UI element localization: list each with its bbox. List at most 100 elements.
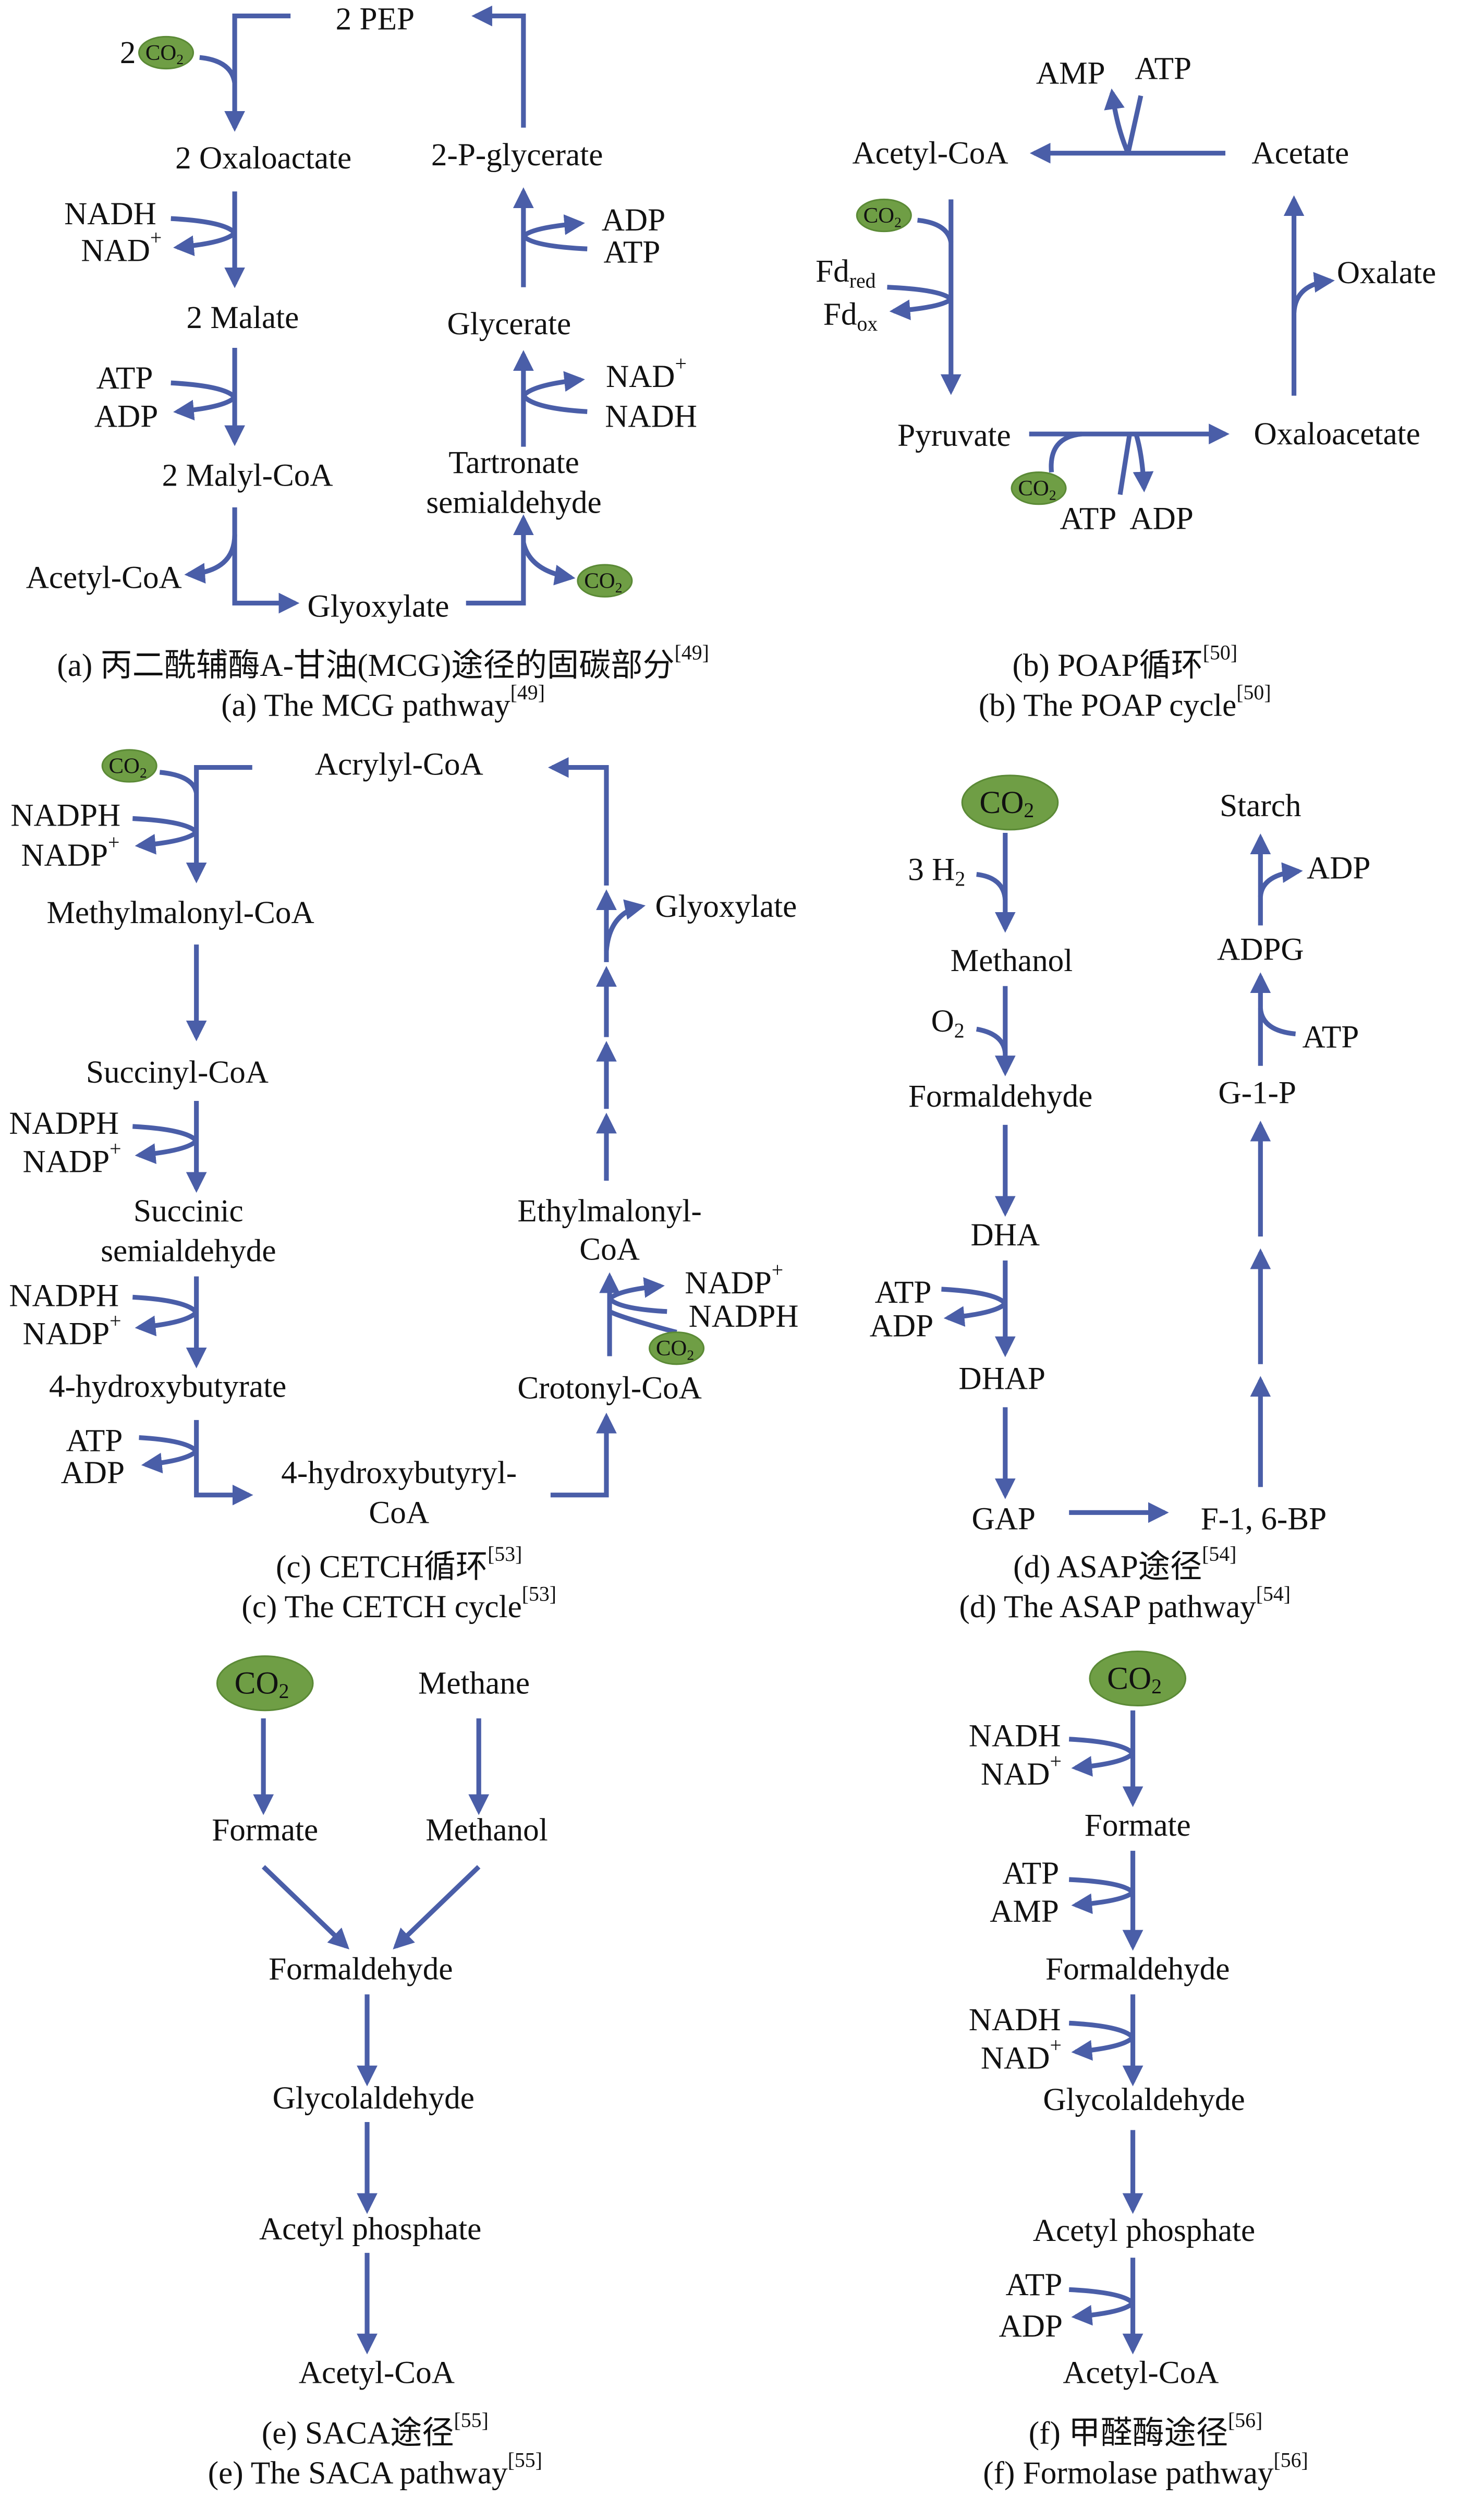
atp-in-arrow bbox=[1125, 95, 1144, 154]
caption-cn: (d) ASAP途径[54] bbox=[1013, 1543, 1236, 1584]
node-g1p: G-1-P bbox=[1218, 1075, 1296, 1111]
cofactor-fd-ox: Fdox bbox=[823, 297, 878, 335]
co2-bubble: CO2 bbox=[856, 198, 912, 233]
panel-d-asap-pathway: CO2 3 H2 Methanol O2 Formaldehyde DHA AT… bbox=[870, 774, 1370, 1625]
cofactor-nadh: NADH bbox=[969, 1718, 1061, 1754]
cofactor-out-arrow bbox=[607, 1277, 665, 1301]
cofactor-atp: ATP bbox=[1060, 501, 1116, 536]
reaction-arrow bbox=[466, 514, 534, 606]
node-coa: CoA bbox=[369, 1495, 429, 1530]
node-gap: GAP bbox=[972, 1501, 1036, 1537]
co2-ellipse bbox=[856, 198, 912, 233]
caption-en: (e) The SACA pathway[55] bbox=[208, 2449, 542, 2491]
cofactor-nad-plus: NAD+ bbox=[81, 226, 162, 268]
co2-in-arrow bbox=[159, 770, 199, 794]
reaction-arrow bbox=[548, 757, 609, 886]
cofactor-out-arrow bbox=[1071, 2301, 1135, 2326]
cofactor-in-arrow bbox=[1068, 2020, 1135, 2040]
co2-bubble: CO2 bbox=[649, 1331, 705, 1365]
node-crotonyl-coa: Crotonyl-CoA bbox=[517, 1371, 701, 1406]
co2-ellipse bbox=[961, 774, 1059, 831]
caption-cn: (f) 甲醛酶途径[56] bbox=[1029, 2409, 1263, 2451]
cofactor-fd-red: Fdred bbox=[816, 253, 876, 292]
cofactor-adp: ADP bbox=[1307, 850, 1370, 886]
reaction-arrow bbox=[471, 5, 526, 128]
panel-c-cetch-cycle: CO2 Acrylyl-CoA NADPH NADP+ Methylmalony… bbox=[9, 746, 798, 1624]
co2-coefficient: 2 bbox=[120, 35, 136, 70]
cofactor-atp: ATP bbox=[66, 1423, 123, 1459]
reaction-arrow bbox=[232, 507, 300, 614]
cofactor-nad-plus: NAD+ bbox=[981, 1750, 1062, 1792]
cofactor-nadph: NADPH bbox=[689, 1299, 799, 1334]
cofactor-in-arrow bbox=[132, 816, 199, 834]
cofactor-atp: ATP bbox=[1303, 1020, 1359, 1055]
node-methanol: Methanol bbox=[425, 1812, 548, 1848]
node-pyruvate: Pyruvate bbox=[897, 418, 1011, 453]
cofactor-out-arrow bbox=[521, 214, 585, 238]
caption-en: (c) The CETCH cycle[53] bbox=[241, 1582, 556, 1624]
node-dha: DHA bbox=[971, 1217, 1040, 1253]
cofactor-nadp-plus: NADP+ bbox=[23, 1310, 121, 1351]
node-formaldehyde: Formaldehyde bbox=[1045, 1951, 1230, 1986]
o2-in-arrow bbox=[976, 1026, 1008, 1053]
node-glyoxylate: Glyoxylate bbox=[308, 589, 449, 624]
node-malyl-coa: 2 Malyl-CoA bbox=[162, 458, 333, 493]
node-semialdehyde: semialdehyde bbox=[101, 1233, 276, 1269]
co2-label: CO2 bbox=[656, 1336, 694, 1363]
node-dhap: DHAP bbox=[958, 1361, 1045, 1396]
co2-bubble: CO2 bbox=[216, 1655, 314, 1712]
cofactor-in-arrow bbox=[521, 234, 588, 251]
cofactor-adp: ADP bbox=[870, 1308, 933, 1343]
co2-label: CO2 bbox=[863, 203, 902, 230]
co2-label: CO2 bbox=[979, 785, 1034, 822]
cofactor-out-arrow bbox=[1071, 1890, 1135, 1914]
node-glyoxylate: Glyoxylate bbox=[655, 889, 797, 924]
adp-out-arrow bbox=[1258, 862, 1303, 897]
cofactor-amp: AMP bbox=[1036, 56, 1105, 91]
caption-en: (b) The POAP cycle[50] bbox=[979, 681, 1271, 723]
cofactor-in-arrow bbox=[1068, 2287, 1135, 2305]
co2-in-arrow bbox=[609, 1309, 677, 1335]
cofactor-atp: ATP bbox=[1135, 51, 1191, 87]
atp-in-arrow bbox=[1117, 433, 1132, 495]
node-oxaloactate: 2 Oxaloactate bbox=[175, 140, 351, 176]
reaction-arrow bbox=[186, 765, 252, 883]
reaction-arrow bbox=[550, 1412, 617, 1498]
node-formate: Formate bbox=[212, 1812, 318, 1848]
cofactor-in-arrow bbox=[171, 216, 237, 235]
cofactor-out-arrow bbox=[135, 1311, 199, 1337]
cofactor-out-arrow bbox=[889, 297, 953, 321]
reaction-arrow bbox=[393, 1865, 481, 1950]
co2-out-arrow bbox=[521, 542, 576, 586]
cofactor-atp: ATP bbox=[604, 234, 661, 270]
reaction-arrow bbox=[224, 14, 291, 132]
cofactor-adp: ADP bbox=[61, 1455, 125, 1490]
cofactor-in-arrow bbox=[132, 1294, 199, 1314]
caption-cn: (c) CETCH循环[53] bbox=[276, 1543, 522, 1584]
h2-in-arrow bbox=[976, 872, 1008, 901]
co2-bubble: CO2 bbox=[101, 749, 157, 783]
cofactor-out-arrow bbox=[1071, 2035, 1135, 2061]
node-acetate: Acetate bbox=[1251, 136, 1349, 171]
cofactor-nadph: NADPH bbox=[10, 797, 120, 833]
node-acrylyl-coa: Acrylyl-CoA bbox=[315, 746, 483, 782]
node-4-hydroxybutyryl: 4-hydroxybutyryl- bbox=[281, 1455, 517, 1490]
co2-ellipse bbox=[216, 1655, 314, 1712]
caption-en: (a) The MCG pathway[49] bbox=[221, 681, 545, 723]
node-acetyl-phosphate: Acetyl phosphate bbox=[259, 2211, 481, 2247]
cofactor-nadp-plus: NADP+ bbox=[685, 1258, 783, 1300]
node-malate: 2 Malate bbox=[187, 300, 299, 335]
co2-bubble: CO2 bbox=[1089, 1650, 1187, 1707]
co2-ellipse bbox=[649, 1331, 705, 1365]
cofactor-adp: ADP bbox=[1129, 501, 1193, 536]
cofactor-out-arrow bbox=[943, 1302, 1007, 1327]
co2-in-arrow bbox=[917, 217, 954, 244]
co2-in-arrow bbox=[199, 55, 237, 83]
co2-label: CO2 bbox=[145, 40, 184, 67]
cofactor-nadph: NADPH bbox=[9, 1278, 119, 1313]
cofactor-atp: ATP bbox=[96, 360, 153, 396]
co2-ellipse bbox=[138, 35, 194, 70]
cofactor-nad-plus: NAD+ bbox=[981, 2034, 1062, 2076]
panel-e-saca-pathway: CO2 Methane Formate Methanol Formaldehyd… bbox=[208, 1655, 548, 2491]
co2-bubble: CO2 bbox=[961, 774, 1059, 831]
